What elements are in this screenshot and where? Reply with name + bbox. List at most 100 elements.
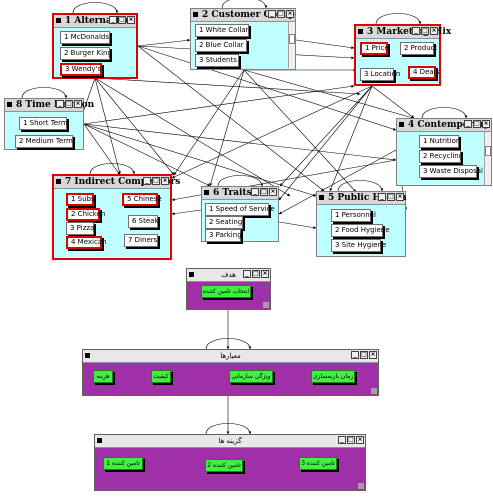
indirect-competitors-node-chinese[interactable]: 5 Chinese bbox=[122, 193, 162, 206]
criteria-node-organizational-features[interactable]: ویژگی سازمانی bbox=[229, 370, 273, 383]
close-icon[interactable]: × bbox=[482, 120, 490, 128]
alternatives-window[interactable]: 1 Alternatives _□× 1 McDonalds 2 Burger … bbox=[52, 13, 138, 79]
contemporary-node-waste-disposal[interactable]: 3 Waste Disposal bbox=[419, 165, 483, 178]
goal-node-select-supplier[interactable]: انتخاب تامین کننده bbox=[201, 285, 251, 298]
alternatives-fa-node-supplier-1[interactable]: تامین کننده 1 bbox=[103, 457, 143, 470]
maximize-icon[interactable]: □ bbox=[360, 351, 368, 359]
indirect-competitors-node-chicken[interactable]: 2 Chicken bbox=[66, 208, 105, 221]
close-icon[interactable]: × bbox=[286, 10, 294, 18]
traits-node-speed-of-service[interactable]: 1 Speed of Service bbox=[205, 203, 275, 216]
maximize-icon[interactable]: □ bbox=[347, 436, 355, 444]
alternatives-fa-node-supplier-2[interactable]: تامین کننده 2 bbox=[205, 459, 243, 472]
minimize-icon[interactable]: _ bbox=[268, 10, 276, 18]
minimize-icon[interactable]: _ bbox=[378, 193, 386, 201]
traits-titlebar[interactable]: 6 Traits _□× bbox=[202, 187, 278, 200]
contemporary-titlebar[interactable]: 4 Contemporary _□× bbox=[397, 119, 491, 132]
indirect-competitors-node-steak[interactable]: 6 Steak bbox=[128, 215, 159, 228]
alternatives-node-burger-king[interactable]: 2 Burger King bbox=[60, 47, 112, 60]
public-health-window[interactable]: 5 Public Health _□× 1 Personnel 2 Food H… bbox=[316, 191, 407, 257]
close-icon[interactable]: × bbox=[161, 177, 169, 185]
window-menu-icon[interactable] bbox=[56, 179, 61, 184]
close-icon[interactable]: × bbox=[356, 436, 364, 444]
close-icon[interactable]: × bbox=[269, 188, 277, 196]
close-icon[interactable]: × bbox=[261, 270, 269, 278]
close-icon[interactable]: × bbox=[74, 100, 82, 108]
marketing-mix-window[interactable]: 3 Marketing Mix _□× 1 Price 2 Product 3 … bbox=[354, 24, 451, 86]
alternatives-fa-titlebar[interactable]: گزینه ها _□× bbox=[95, 435, 365, 448]
alternatives-fa-window[interactable]: گزینه ها _□× تامین کننده 3 تامین کننده 2… bbox=[94, 434, 366, 491]
minimize-icon[interactable]: _ bbox=[251, 188, 259, 196]
maximize-icon[interactable]: □ bbox=[277, 10, 285, 18]
window-menu-icon[interactable] bbox=[189, 272, 194, 277]
resize-grip[interactable] bbox=[371, 388, 377, 394]
indirect-competitors-node-diners[interactable]: 7 Diners bbox=[124, 234, 158, 247]
contemporary-node-recycling[interactable]: 2 Recycling bbox=[419, 150, 463, 163]
time-horizon-node-short-term[interactable]: 1 Short Term bbox=[19, 117, 68, 130]
minimize-icon[interactable]: _ bbox=[143, 177, 151, 185]
window-menu-icon[interactable] bbox=[85, 353, 90, 358]
contemporary-scrollbar[interactable] bbox=[484, 132, 491, 185]
scroll-thumb[interactable] bbox=[289, 34, 295, 44]
marketing-mix-node-product[interactable]: 2 Product bbox=[400, 42, 437, 55]
criteria-node-delivery-time[interactable]: زمان بارنمسازی bbox=[311, 370, 355, 383]
window-menu-icon[interactable] bbox=[319, 195, 324, 200]
alternatives-fa-node-supplier-3[interactable]: تامین کننده 3 bbox=[299, 457, 337, 470]
maximize-icon[interactable]: □ bbox=[252, 270, 260, 278]
scroll-thumb[interactable] bbox=[485, 146, 491, 156]
resize-grip[interactable] bbox=[358, 483, 364, 489]
close-icon[interactable]: × bbox=[430, 27, 438, 35]
window-menu-icon[interactable] bbox=[358, 29, 363, 34]
public-health-node-site-hygiene[interactable]: 3 Site Hygiene bbox=[331, 239, 386, 252]
marketing-mix-node-deals[interactable]: 4 Deals bbox=[408, 66, 439, 79]
minimize-icon[interactable]: _ bbox=[243, 270, 251, 278]
maximize-icon[interactable]: □ bbox=[473, 120, 481, 128]
public-health-node-food-hygiene[interactable]: 2 Food Hygiene bbox=[331, 224, 390, 237]
customer-group-node-students[interactable]: 3 Students bbox=[195, 54, 239, 67]
minimize-icon[interactable]: _ bbox=[464, 120, 472, 128]
public-health-titlebar[interactable]: 5 Public Health _□× bbox=[317, 192, 407, 205]
window-menu-icon[interactable] bbox=[204, 190, 209, 195]
public-health-node-personnel[interactable]: 1 Personnel bbox=[331, 209, 376, 222]
window-menu-icon[interactable] bbox=[193, 12, 198, 17]
close-icon[interactable]: × bbox=[369, 351, 377, 359]
maximize-icon[interactable]: □ bbox=[118, 16, 126, 24]
resize-grip[interactable] bbox=[263, 302, 269, 308]
traits-node-seating[interactable]: 2 Seating bbox=[205, 216, 243, 229]
marketing-mix-titlebar[interactable]: 3 Marketing Mix _□× bbox=[356, 26, 451, 39]
goal-window[interactable]: هدف _□× انتخاب تامین کننده bbox=[186, 268, 271, 310]
marketing-mix-node-price[interactable]: 1 Price bbox=[360, 42, 389, 55]
maximize-icon[interactable]: □ bbox=[260, 188, 268, 196]
alternatives-node-mcdonalds[interactable]: 1 McDonalds bbox=[60, 31, 110, 44]
criteria-titlebar[interactable]: معیارها _□× bbox=[83, 350, 378, 363]
window-menu-icon[interactable] bbox=[56, 18, 61, 23]
minimize-icon[interactable]: _ bbox=[338, 436, 346, 444]
indirect-competitors-node-subs[interactable]: 1 Subs bbox=[66, 193, 95, 206]
maximize-icon[interactable]: □ bbox=[152, 177, 160, 185]
maximize-icon[interactable]: □ bbox=[65, 100, 73, 108]
customer-group-node-blue-collar[interactable]: 2 Blue Collar bbox=[195, 39, 247, 52]
time-horizon-node-medium-term[interactable]: 2 Medium Term bbox=[15, 135, 73, 148]
customer-group-scrollbar[interactable] bbox=[288, 22, 295, 68]
indirect-competitors-window[interactable]: 7 Indirect Competitors _□× 1 Subs 2 Chic… bbox=[52, 174, 180, 260]
contemporary-window[interactable]: 4 Contemporary _□× 1 Nutrition 2 Recycli… bbox=[396, 118, 492, 186]
window-menu-icon[interactable] bbox=[97, 438, 102, 443]
minimize-icon[interactable]: _ bbox=[412, 27, 420, 35]
close-icon[interactable]: × bbox=[127, 16, 135, 24]
indirect-competitors-node-pizza[interactable]: 3 Pizza bbox=[66, 222, 94, 235]
window-menu-icon[interactable] bbox=[399, 122, 404, 127]
close-icon[interactable]: × bbox=[396, 193, 404, 201]
customer-group-titlebar[interactable]: 2 Customer Group _□× bbox=[191, 9, 295, 22]
indirect-competitors-titlebar[interactable]: 7 Indirect Competitors _□× bbox=[54, 176, 180, 189]
time-horizon-window[interactable]: 8 Time Horizon _□× 1 Short Term 2 Medium… bbox=[4, 98, 94, 150]
criteria-node-cost[interactable]: هزینه bbox=[93, 370, 113, 383]
window-menu-icon[interactable] bbox=[7, 102, 12, 107]
criteria-window[interactable]: معیارها _□× زمان بارنمسازی ویژگی سازمانی… bbox=[82, 349, 379, 396]
maximize-icon[interactable]: □ bbox=[387, 193, 395, 201]
time-horizon-titlebar[interactable]: 8 Time Horizon _□× bbox=[5, 99, 94, 112]
customer-group-node-white-collar[interactable]: 1 White Collar bbox=[195, 24, 249, 37]
marketing-mix-node-location[interactable]: 3 Location bbox=[360, 68, 400, 81]
customer-group-window[interactable]: 2 Customer Group _□× 1 White Collar 2 Bl… bbox=[190, 8, 296, 70]
contemporary-node-nutrition[interactable]: 1 Nutrition bbox=[419, 135, 460, 148]
alternatives-titlebar[interactable]: 1 Alternatives _□× bbox=[54, 15, 136, 28]
traits-window[interactable]: 6 Traits _□× 1 Speed of Service 2 Seatin… bbox=[201, 186, 279, 242]
